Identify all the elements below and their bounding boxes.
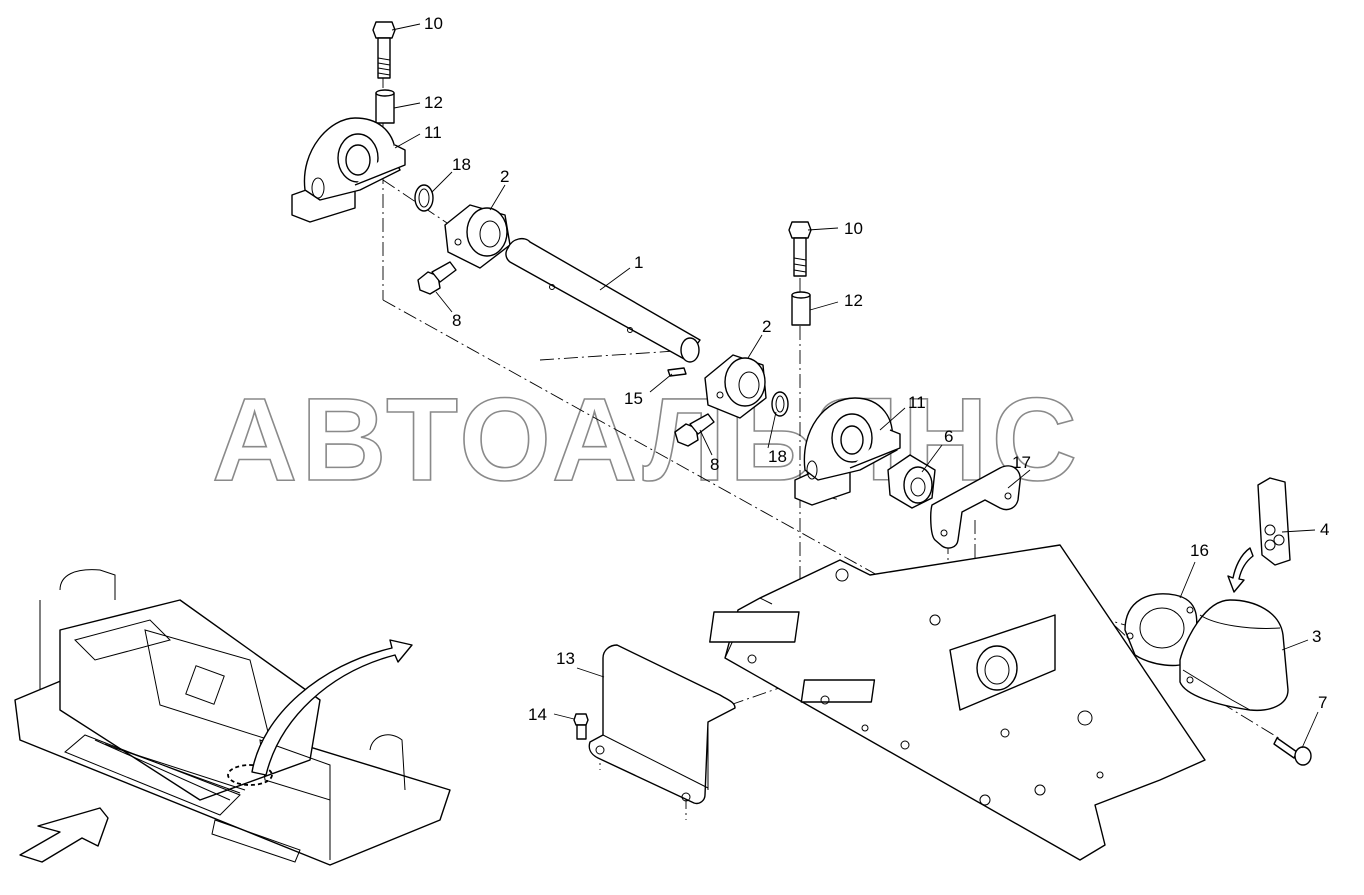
callout-15: 15 bbox=[624, 389, 643, 408]
set-screw-8-top bbox=[417, 261, 457, 295]
callout-labels: 10 12 11 18 2 1 8 10 12 2 15 8 18 11 6 1… bbox=[424, 14, 1329, 724]
pillow-block-bearing-11-right bbox=[794, 397, 901, 506]
base-plate bbox=[709, 544, 1206, 861]
retaining-ring-18-top bbox=[414, 184, 434, 212]
bushing-6 bbox=[887, 454, 936, 509]
shaft-1 bbox=[505, 237, 701, 363]
gasket-16 bbox=[1124, 593, 1198, 667]
retaining-ring-18-bottom bbox=[771, 391, 789, 417]
curved-pointer-arrow-icon bbox=[251, 639, 413, 776]
callout-7: 7 bbox=[1318, 693, 1327, 712]
callout-14: 14 bbox=[528, 705, 547, 724]
spacer-12-right bbox=[791, 291, 811, 326]
callout-12: 12 bbox=[424, 93, 443, 112]
machine-overview bbox=[14, 569, 451, 866]
leader-lines bbox=[391, 23, 1319, 749]
callout-2: 2 bbox=[762, 317, 771, 336]
bracket-17 bbox=[930, 465, 1021, 549]
clip-4 bbox=[1257, 477, 1291, 566]
insert-arrow-icon bbox=[1227, 547, 1254, 593]
callout-11: 11 bbox=[908, 393, 926, 412]
callout-2: 2 bbox=[500, 167, 509, 186]
bolt-10-right bbox=[788, 221, 812, 277]
callout-8: 8 bbox=[710, 455, 719, 474]
callout-4: 4 bbox=[1320, 520, 1329, 539]
callout-10: 10 bbox=[424, 14, 443, 33]
bolt-10-top bbox=[372, 21, 396, 79]
callout-16: 16 bbox=[1190, 541, 1209, 560]
key-15 bbox=[667, 367, 687, 377]
guard-plate-13 bbox=[588, 644, 736, 805]
callout-1: 1 bbox=[634, 253, 643, 272]
pillow-block-bearing-11-top bbox=[291, 117, 406, 223]
callout-6: 6 bbox=[944, 427, 953, 446]
callout-12: 12 bbox=[844, 291, 863, 310]
set-screw-8-bottom bbox=[674, 413, 715, 447]
spacer-12-top bbox=[375, 89, 395, 124]
callout-18: 18 bbox=[768, 447, 787, 466]
bolt-14 bbox=[573, 713, 589, 740]
screw-7 bbox=[1273, 737, 1312, 766]
cover-3 bbox=[1179, 599, 1289, 712]
collar-2-top bbox=[444, 204, 511, 269]
callout-11: 11 bbox=[424, 123, 442, 142]
callout-8: 8 bbox=[452, 311, 461, 330]
collar-2-bottom bbox=[704, 354, 767, 419]
callout-13: 13 bbox=[556, 649, 575, 668]
callout-10: 10 bbox=[844, 219, 863, 238]
callout-3: 3 bbox=[1312, 627, 1321, 646]
callout-18: 18 bbox=[452, 155, 471, 174]
direction-arrow-icon bbox=[19, 807, 109, 863]
callout-17: 17 bbox=[1012, 453, 1031, 472]
